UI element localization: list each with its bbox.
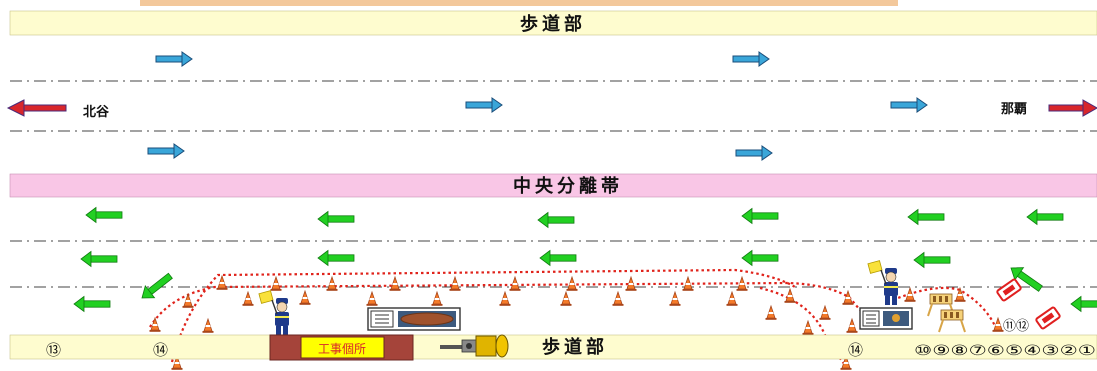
flagger-worker-icon — [867, 259, 899, 306]
traffic-cone-icon — [216, 275, 228, 291]
traffic-cone-icon — [842, 290, 854, 306]
dump-truck-icon — [859, 307, 913, 330]
traffic-arrow-blue — [147, 143, 185, 159]
top-strip — [140, 0, 898, 6]
traffic-arrow-blue — [890, 97, 928, 113]
median-band — [9, 173, 1097, 198]
traffic-cone-icon — [954, 287, 966, 303]
sidewalk-top-label: 歩道部 — [520, 13, 586, 35]
traffic-cone-icon — [431, 291, 443, 307]
traffic-cone-icon — [669, 291, 681, 307]
traffic-arrow-green-diagonal — [136, 269, 176, 305]
warning-sign-icon — [995, 277, 1023, 303]
dump-truck-icon — [367, 307, 461, 331]
traffic-cone-icon — [802, 320, 814, 336]
traffic-arrow-green — [907, 209, 945, 225]
taper-line — [892, 286, 996, 327]
barricade-icon — [938, 309, 966, 333]
direction-arrow-right — [1048, 99, 1097, 117]
warning-sign-icon — [1034, 305, 1062, 331]
traffic-cone-icon — [202, 318, 214, 334]
marker-14-right: ⑭ — [848, 341, 863, 359]
traffic-cone-icon — [846, 318, 858, 334]
traffic-cone-icon — [299, 290, 311, 306]
traffic-cone-icon — [726, 291, 738, 307]
work-site-box — [269, 334, 414, 361]
marker-14-left: ⑭ — [153, 341, 168, 359]
traffic-cone-icon — [499, 291, 511, 307]
traffic-arrow-green — [1070, 296, 1097, 312]
sidewalk-bottom-band — [9, 334, 1097, 360]
road-roller-icon — [440, 334, 509, 358]
traffic-cone-icon — [560, 291, 572, 307]
traffic-arrow-green — [1026, 209, 1064, 225]
traffic-cone-icon — [992, 317, 1004, 333]
median-label: 中央分離帯 — [513, 175, 623, 197]
traffic-cone-icon — [449, 276, 461, 292]
traffic-cone-icon — [819, 305, 831, 321]
traffic-cone-icon — [765, 305, 777, 321]
traffic-cone-icon — [242, 291, 254, 307]
traffic-cone-icon — [326, 276, 338, 292]
traffic-cone-icon — [270, 276, 282, 292]
sidewalk-top-band — [9, 10, 1097, 36]
flagger-worker-icon — [258, 289, 290, 336]
marker-13: ⑬ — [46, 341, 61, 359]
traffic-arrow-blue — [155, 51, 193, 67]
traffic-arrow-green — [73, 296, 111, 312]
traffic-arrow-green — [913, 252, 951, 268]
traffic-arrow-green — [537, 212, 575, 228]
sidewalk-bottom-label: 歩道部 — [542, 336, 608, 358]
traffic-arrow-blue — [465, 97, 503, 113]
traffic-cone-icon — [566, 276, 578, 292]
traffic-cone-icon — [612, 291, 624, 307]
marker-sequence: ⑩⑨⑧⑦⑥⑤④③②① — [914, 343, 1096, 359]
traffic-cone-icon — [784, 288, 796, 304]
traffic-arrow-green — [741, 208, 779, 224]
work-site-label: 工事個所 — [318, 342, 366, 356]
traffic-arrow-blue — [735, 145, 773, 161]
traffic-cone-icon — [389, 276, 401, 292]
traffic-arrow-green — [80, 251, 118, 267]
traffic-cone-icon — [366, 291, 378, 307]
traffic-arrow-green — [317, 211, 355, 227]
traffic-arrow-green — [317, 250, 355, 266]
marker-11-12: ⑪⑫ — [1003, 319, 1029, 334]
direction-label-left: 北谷 — [83, 104, 110, 120]
direction-arrow-left — [6, 99, 67, 117]
traffic-arrow-blue — [732, 51, 770, 67]
traffic-cone-icon — [682, 276, 694, 292]
traffic-arrow-green — [539, 250, 577, 266]
direction-label-right: 那覇 — [1001, 102, 1027, 117]
taper-line — [149, 281, 861, 328]
traffic-arrow-green — [741, 250, 779, 266]
traffic-cone-icon — [904, 287, 916, 303]
traffic-arrow-green — [85, 207, 123, 223]
traffic-cone-icon — [182, 293, 194, 309]
